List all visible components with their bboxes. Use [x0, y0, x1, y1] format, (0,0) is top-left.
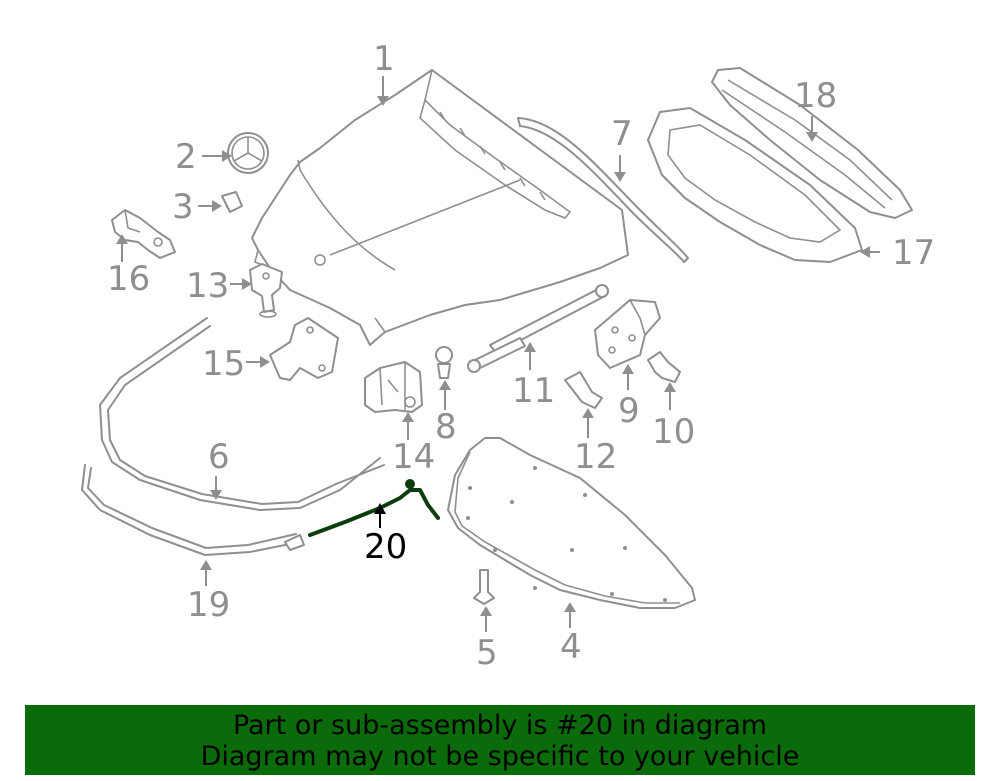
bumper-part-13[interactable] [249, 263, 283, 318]
hinge-part-9[interactable] [594, 299, 661, 369]
callout-2: 2 [175, 137, 197, 177]
callout-10: 10 [652, 412, 695, 452]
callout-9: 9 [618, 391, 640, 431]
gas-strut-part-11[interactable] [467, 284, 609, 373]
callout-15: 15 [202, 344, 245, 384]
weatherstrip-part-7[interactable] [517, 117, 689, 263]
insulator-pad-part-4[interactable] [447, 437, 696, 609]
callout-7: 7 [611, 114, 633, 154]
banner-line-2: Diagram may not be specific to your vehi… [200, 741, 800, 772]
latch-bracket-part-15[interactable] [269, 317, 339, 381]
callout-20: 20 [364, 527, 407, 567]
callout-14: 14 [392, 437, 435, 477]
screw-part-3[interactable] [221, 191, 243, 213]
callout-3: 3 [172, 187, 194, 227]
emblem-part-2[interactable] [227, 132, 269, 174]
notice-banner: Part or sub-assembly is #20 in diagram D… [25, 705, 975, 775]
leader-lines [116, 76, 880, 632]
push-pin-part-12[interactable] [564, 371, 603, 409]
clip-part-8[interactable] [435, 346, 453, 379]
callout-19: 19 [187, 585, 230, 625]
callout-13: 13 [186, 266, 229, 306]
bolt-part-10[interactable] [647, 351, 681, 383]
lower-seal-part-19[interactable] [81, 464, 305, 556]
grille-frame-part-17[interactable] [647, 107, 863, 263]
callout-labels: 1 2 3 4 5 6 7 8 9 10 11 12 13 14 15 16 1… [107, 39, 935, 673]
cable-part-20[interactable] [308, 479, 440, 537]
callout-1: 1 [373, 39, 395, 79]
parts-diagram: 1 2 3 4 5 6 7 8 9 10 11 12 13 14 15 16 1… [81, 39, 935, 673]
callout-17: 17 [892, 233, 935, 273]
callout-5: 5 [476, 633, 498, 673]
callout-11: 11 [512, 371, 555, 411]
callout-18: 18 [794, 76, 837, 116]
hood-latch-part-14[interactable] [364, 361, 423, 413]
callout-6: 6 [208, 437, 230, 477]
hood-seal-part-6[interactable] [99, 317, 385, 511]
banner-line-1: Part or sub-assembly is #20 in diagram [232, 710, 768, 741]
grille-part-18[interactable] [711, 67, 913, 219]
callout-8: 8 [435, 407, 457, 447]
callout-12: 12 [574, 437, 617, 477]
callout-16: 16 [107, 259, 150, 299]
callout-4: 4 [560, 627, 582, 667]
retainer-part-5[interactable] [473, 569, 495, 605]
